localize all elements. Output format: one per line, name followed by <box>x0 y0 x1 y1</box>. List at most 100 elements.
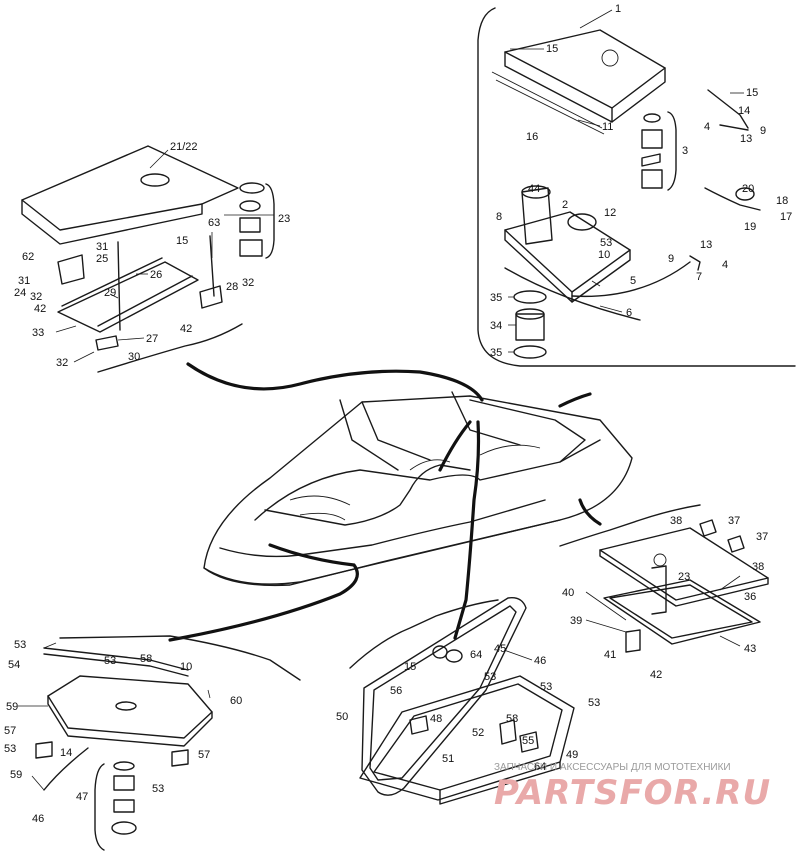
callout-13: 13 <box>700 239 712 251</box>
frame-part-43 <box>603 579 761 645</box>
callout-15: 15 <box>746 87 758 99</box>
callout-23: 23 <box>678 571 690 583</box>
callout-53: 53 <box>14 639 26 651</box>
bottom-left-group-bracket <box>59 635 301 681</box>
callout-32: 32 <box>30 291 42 303</box>
callout-1: 1 <box>615 3 621 15</box>
callout-11: 11 <box>602 121 613 133</box>
callout-53: 10 <box>180 661 192 673</box>
bottom-center-group-bracket <box>349 599 499 669</box>
latch-stack-part-23 <box>239 182 275 259</box>
callout-58: 58 <box>140 653 152 665</box>
callout-7: 7 <box>696 271 702 283</box>
frame-part-26 <box>57 257 199 333</box>
callout-48: 58 <box>506 713 518 725</box>
callout-46: 47 <box>76 791 88 803</box>
callout-25: 25 <box>96 253 108 265</box>
callout-37: 37 <box>756 531 768 543</box>
callout-49: 64 <box>534 761 546 773</box>
callout-10: 10 <box>598 249 610 261</box>
callout-9: 9 <box>668 253 674 265</box>
mid-right-hardware <box>625 519 745 653</box>
callout-27: 27 <box>146 333 158 345</box>
callout-16: 16 <box>526 131 538 143</box>
callout-39: 39 <box>570 615 582 627</box>
compartment-part-51 <box>359 675 575 805</box>
callout-53: 46 <box>32 813 44 825</box>
watermark-logo: PARTSFOR.RU <box>494 773 771 813</box>
callout-53: 53 <box>600 237 612 249</box>
callout-36: 36 <box>744 591 756 603</box>
callout-37: 37 <box>728 515 740 527</box>
callout-43: 43 <box>744 643 756 655</box>
callout-42: 42 <box>650 669 662 681</box>
callout-35: 35 <box>490 347 502 359</box>
assembly-leader-lines <box>168 362 602 642</box>
hinge-and-cable-parts <box>689 89 761 271</box>
latch-stack-part-3 <box>641 111 677 191</box>
mid-right-group-bracket <box>559 504 701 547</box>
callout-58: 52 <box>472 727 484 739</box>
callout-29: 29 <box>104 287 116 299</box>
callout-9: 9 <box>760 125 766 137</box>
top-left-group-bracket <box>97 323 243 373</box>
callout-4: 4 <box>722 259 728 271</box>
callout-55: 51 <box>442 753 454 765</box>
callout-59: 57 <box>4 725 16 737</box>
callout-41: 41 <box>604 649 616 661</box>
callout-54: 54 <box>8 659 20 671</box>
callout-42: 42 <box>34 303 46 315</box>
callout-57: 53 <box>152 783 164 795</box>
callout-40: 40 <box>562 587 574 599</box>
callout-labels: 1 15 16 11 3 15 14 4 13 9 44 2 12 8 53 1… <box>4 3 792 825</box>
callout-5: 5 <box>630 275 636 287</box>
callout-33: 33 <box>32 327 44 339</box>
callout-53: 53 <box>104 655 116 667</box>
callout-38: 38 <box>670 515 682 527</box>
bottom-left-hardware <box>35 741 189 791</box>
hatch-lid-part-45 <box>361 597 527 796</box>
callout-13: 13 <box>740 133 752 145</box>
callout-59: 57 <box>198 749 210 761</box>
callout-38: 38 <box>752 561 764 573</box>
callout-14: 14 <box>738 105 750 117</box>
callout-57: 53 <box>4 743 16 755</box>
bottom-center-hardware <box>409 645 539 753</box>
callout-21-22: 21/22 <box>170 141 198 153</box>
callout-32: 32 <box>242 277 254 289</box>
callout-6: 6 <box>626 307 632 319</box>
callout-62: 62 <box>22 251 34 263</box>
callout-53: 56 <box>390 685 402 697</box>
callout-42: 42 <box>180 323 192 335</box>
callout-31: 31 <box>96 241 108 253</box>
watermark-caption: ЗАПЧАСТИ И АКСЕССУАРЫ ДЛЯ МОТОТЕХНИКИ <box>494 762 731 773</box>
latch-stack-part-46-left <box>94 761 137 851</box>
seat-part-60 <box>47 675 213 747</box>
callout-46: 15 <box>404 661 416 673</box>
callout-30: 30 <box>128 351 140 363</box>
callout-53: 53 <box>588 697 600 709</box>
callout-18: 18 <box>776 195 788 207</box>
callout-19: 19 <box>744 221 756 233</box>
callout-50: 48 <box>430 713 442 725</box>
callout-45: 46 <box>534 655 546 667</box>
callout-34: 34 <box>490 320 502 332</box>
lid-part-36 <box>599 527 769 607</box>
callout-23: 23 <box>278 213 290 225</box>
watermark: ЗАПЧАСТИ И АКСЕССУАРЫ ДЛЯ МОТОТЕХНИКИ PA… <box>494 762 771 813</box>
callout-14: 59 <box>10 769 22 781</box>
tank-assembly-part-5 <box>504 185 691 321</box>
callout-15: 53 <box>484 671 496 683</box>
callout-51: 49 <box>566 749 578 761</box>
callout-52: 55 <box>522 735 534 747</box>
callout-28: 28 <box>226 281 238 293</box>
callout-35: 35 <box>490 292 502 304</box>
callout-15: 15 <box>176 235 188 247</box>
callout-24: 24 <box>14 287 26 299</box>
seat-hardware-parts <box>57 235 223 351</box>
callout-3: 3 <box>682 145 688 157</box>
callout-12: 12 <box>604 207 616 219</box>
storage-lid-part-1 <box>491 29 666 135</box>
seat-cushion-part-21-22 <box>21 145 239 245</box>
callout-26: 26 <box>150 269 162 281</box>
